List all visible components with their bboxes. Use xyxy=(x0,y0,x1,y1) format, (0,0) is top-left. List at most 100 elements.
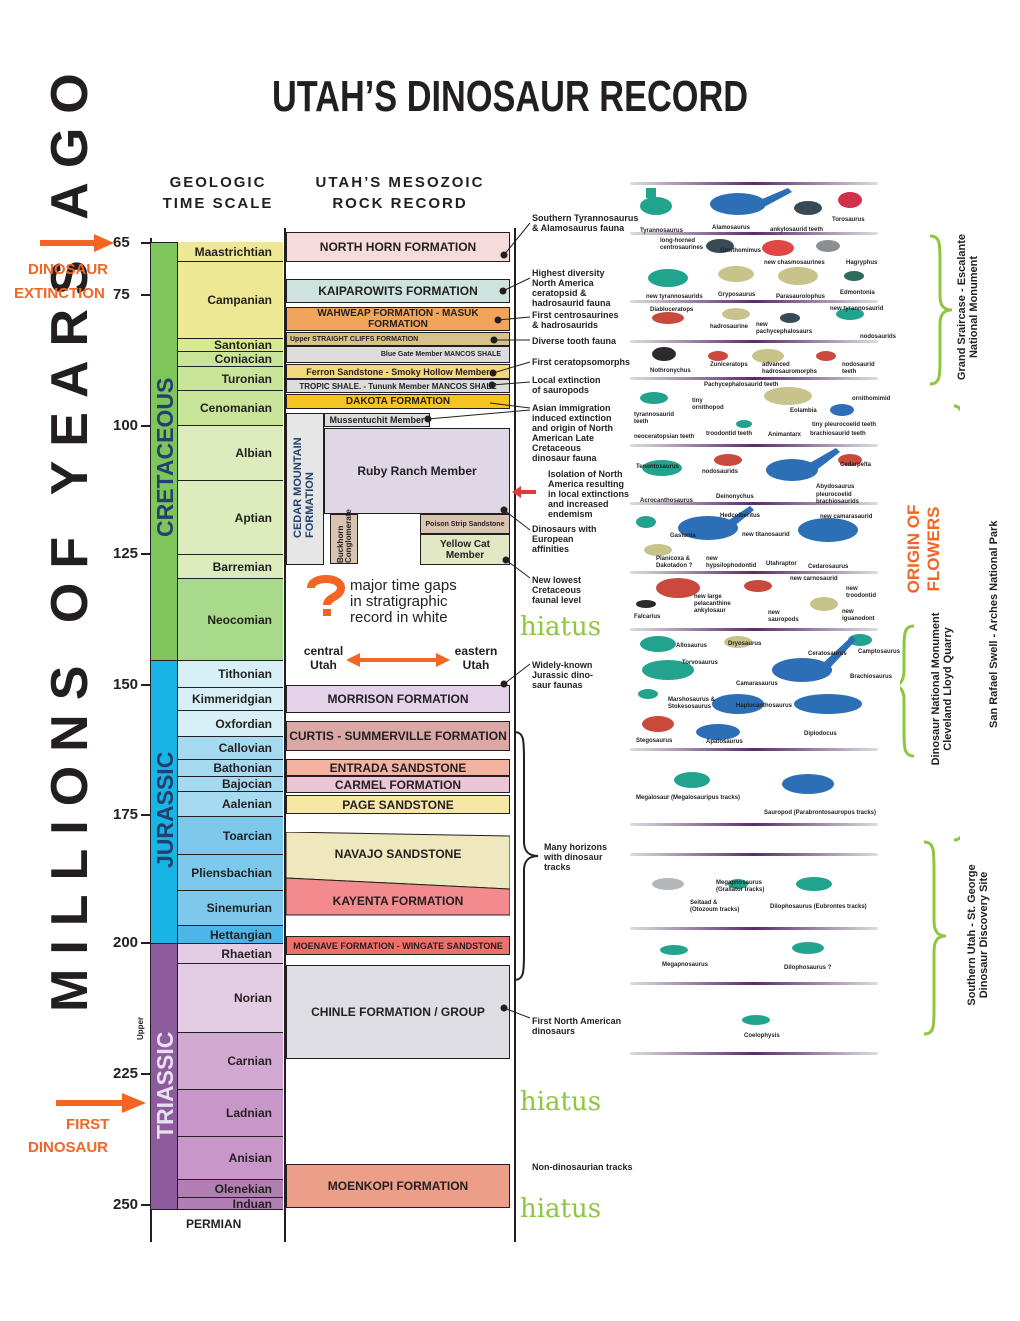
tracks-bracket xyxy=(513,731,539,981)
kaiparowits-formation: KAIPAROWITS FORMATION xyxy=(286,279,510,303)
tick-label: 150 xyxy=(113,676,139,693)
tick-label: 225 xyxy=(113,1065,139,1082)
timescale-header: GEOLOGIC TIME SCALE xyxy=(150,172,286,214)
taxon-label: Dilophosaurus ? xyxy=(784,965,832,971)
stage-pliensbachian: Pliensbachian xyxy=(178,855,283,891)
taxon-label: new large pelacanthine ankylosaur xyxy=(694,594,731,614)
rock-column xyxy=(284,228,516,1242)
wahweap-formation: WAHWEAP FORMATION - MASUK FORMATION xyxy=(286,307,510,331)
curtis-summerville-formation: CURTIS - SUMMERVILLE FORMATION xyxy=(286,721,510,751)
stage-callovian: Callovian xyxy=(178,737,283,760)
buckhorn-conglomerate: Buckhorn Conglomerate xyxy=(336,509,353,563)
hiatus-label: hiatus xyxy=(520,1087,602,1117)
taxon-label: Edmontonia xyxy=(840,290,875,296)
period-label-jurassic: JURASSIC xyxy=(152,751,178,868)
taxon-label: Torvosaurus xyxy=(682,660,718,666)
tick-label: 175 xyxy=(113,806,139,823)
taxon-label: new pachycephalosaurs xyxy=(756,322,813,335)
period-label-triassic: TRIASSIC xyxy=(152,1031,178,1139)
taxon-label: Dryosaurus xyxy=(728,641,762,647)
note-southern-fauna: Southern Tyrannosaurus & Alamosaurus fau… xyxy=(532,213,638,233)
central-utah-label: central Utah xyxy=(303,644,344,672)
taxon-label: Gryposaurus xyxy=(718,292,756,298)
taxon-label: new camarasaurid xyxy=(820,514,873,520)
cedar-mountain-formation: CEDAR MOUNTAIN FORMATION xyxy=(292,437,316,538)
fauna-separator xyxy=(630,927,878,930)
taxon-label: Hedcolberitus xyxy=(720,513,761,519)
taxon-label: Brachiosaurus xyxy=(850,674,893,680)
taxon-label: troodontid teeth xyxy=(706,431,752,437)
period-triassic xyxy=(150,943,178,1210)
rock-header-line1: UTAH’S MESOZOIC xyxy=(315,174,485,191)
taxon-label: Cedarosaurus xyxy=(808,564,849,570)
taxon-label: brachiosaurid teeth xyxy=(810,431,866,437)
taxon-label: Torosaurus xyxy=(832,217,865,223)
gap-note: major time gaps in stratigraphic record … xyxy=(350,577,457,626)
taxon-label: Deinonychus xyxy=(716,494,754,500)
taxon-label: tiny ornithopod xyxy=(692,398,724,411)
taxon-label: Acrocanthosaurus xyxy=(640,498,694,504)
taxon-label: Diabloceratops xyxy=(650,307,694,313)
note-nondinosaur-tracks: Non-dinosaurian tracks xyxy=(532,1162,633,1172)
stage-maastrichtian: Maastrichtian xyxy=(178,242,283,262)
fauna-separator xyxy=(630,182,878,185)
fauna-separator xyxy=(630,340,878,343)
first-dinosaur-label-1: FIRST xyxy=(66,1116,110,1133)
carmel-formation: CARMEL FORMATION xyxy=(286,776,510,793)
stage-aptian: Aptian xyxy=(178,481,283,555)
blue-gate-member: Blue Gate Member MANCOS SHALE xyxy=(286,346,510,363)
taxon-label: tiny pleurocoelid teeth xyxy=(812,422,877,428)
taxon-label: neoceratopsian teeth xyxy=(634,434,695,440)
extinction-label-2: EXTINCTION xyxy=(14,285,105,302)
dinosaur-illustrations xyxy=(636,188,872,1025)
fauna-separator xyxy=(630,748,878,751)
taxon-label: Ceratosaurus xyxy=(808,651,847,657)
taxon-label: Megalosaur (Megalosauripus tracks) xyxy=(636,795,741,801)
permian-label: PERMIAN xyxy=(186,1217,242,1231)
fauna-separator xyxy=(630,502,878,505)
stage-olenekian: Olenekian xyxy=(178,1180,283,1198)
taxon-label: ornithomimid xyxy=(852,396,891,402)
stage-sinemurian: Sinemurian xyxy=(178,891,283,926)
tick-label: 200 xyxy=(113,934,139,951)
buckhorn-frame xyxy=(330,514,358,564)
taxon-label: nodosaurids xyxy=(702,469,739,475)
note-tracks: Many horizons with dinosaur tracks xyxy=(544,842,608,872)
note-centrosaurines: First centrosaurines & hadrosaurids xyxy=(532,310,619,330)
yellow-cat-member: Yellow Cat Member xyxy=(420,534,510,565)
tick-label: 75 xyxy=(113,286,130,303)
taxon-label: hadrosaurine xyxy=(710,324,749,330)
fauna-separator xyxy=(630,853,878,856)
taxon-label: Falcarius xyxy=(634,614,661,620)
fauna-separator xyxy=(630,377,878,380)
navajo-kayenta-shapes xyxy=(286,832,510,916)
stage-coniacian: Coniacian xyxy=(178,352,283,367)
tropic-shale: TROPIC SHALE. - Tununk Member MANCOS SHA… xyxy=(286,379,510,393)
site-grand-staircase: Grand Sraircase - Escalante National Mon… xyxy=(956,233,980,381)
period-jurassic xyxy=(150,660,178,944)
fauna-separator xyxy=(630,444,878,447)
period-label-cretaceous: CRETACEOUS xyxy=(152,377,178,537)
note-text: Southern Tyrannosaurus xyxy=(532,213,639,223)
taxon-label: Allosaurus xyxy=(676,643,708,649)
ruby-ranch-member: Ruby Ranch Member xyxy=(324,428,510,514)
entrada-sandstone: ENTRADA SANDSTONE xyxy=(286,759,510,776)
hiatus-label: hiatus xyxy=(520,1194,602,1224)
taxon-label: ankylosaurid teeth xyxy=(770,227,824,233)
stage-santonian: Santonian xyxy=(178,339,283,352)
taxon-label: Alamosaurus xyxy=(712,225,751,231)
stage-bajocian: Bajocian xyxy=(178,777,283,792)
cedar-mountain-frame xyxy=(286,413,324,565)
site-dinosaur-nm: Dinosaur National Monument Cleveland Llo… xyxy=(930,612,954,766)
kayenta-formation: KAYENTA FORMATION xyxy=(332,894,464,908)
ferron-sandstone: Ferron Sandstone - Smoky Hollow Member xyxy=(286,364,510,379)
page-title: UTAH’S DINOSAUR RECORD xyxy=(271,72,749,121)
taxon-label: nodosaurid teeth xyxy=(842,362,875,375)
double-arrow-icon xyxy=(346,653,450,667)
stage-albian: Albian xyxy=(178,426,283,481)
extinction-label-1: DINOSAUR xyxy=(28,261,109,278)
taxon-label: Megapnosaurus xyxy=(662,962,709,968)
stage-neocomian: Neocomian xyxy=(178,579,283,661)
taxon-label: Cedarpelta xyxy=(840,462,872,468)
note-jurassic-faunas: Widely-known Jurassic dino- saur faunas xyxy=(532,660,594,690)
